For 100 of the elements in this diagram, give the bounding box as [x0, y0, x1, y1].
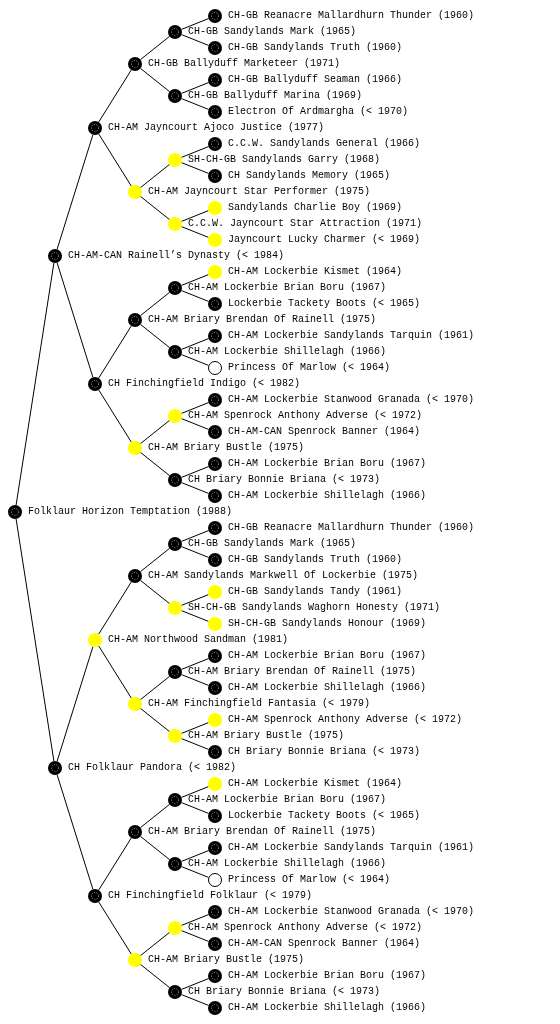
connector-line — [139, 963, 171, 989]
connector-line — [181, 914, 209, 926]
connector-line — [181, 34, 209, 46]
dog-name: CH-GB Ballyduff Marketeer (1971) — [148, 58, 341, 70]
dog-name: CH Sandylands Memory (1965) — [228, 170, 391, 182]
connector-line — [139, 835, 171, 861]
connector-line — [181, 722, 209, 734]
dog-name: CH-AM Lockerbie Brian Boru (1967) — [188, 794, 387, 806]
dog-name: CH-GB Reanacre Mallardhurn Thunder (1960) — [228, 522, 475, 534]
dog-name: CH-AM Lockerbie Stanwood Granada (< 1970) — [228, 906, 475, 918]
connector-line — [98, 901, 132, 955]
connector-line — [181, 98, 209, 110]
connector-line — [181, 786, 209, 798]
connector-line — [181, 402, 209, 414]
dog-name: CH-GB Sandylands Mark (1965) — [188, 26, 357, 38]
dog-name: CH-AM Lockerbie Sandylands Tarquin (1961) — [228, 330, 475, 342]
connector-line — [181, 994, 209, 1006]
dog-name: CH-AM Briary Brendan Of Rainell (1975) — [148, 314, 377, 326]
connector-line — [139, 35, 171, 61]
connector-line — [98, 69, 132, 123]
dog-name: CH Briary Bonnie Briana (< 1973) — [188, 474, 381, 486]
connector-line — [56, 646, 94, 762]
dog-name: SH-CH-GB Sandylands Waghorn Honesty (1971) — [188, 602, 441, 614]
dog-name: Sandylands Charlie Boy (1969) — [228, 202, 403, 214]
dog-name: CH-AM Lockerbie Brian Boru (1967) — [188, 282, 387, 294]
connector-line — [181, 274, 209, 286]
dog-name: CH-AM Lockerbie Shillelagh (1966) — [188, 346, 387, 358]
connector-line — [139, 803, 171, 829]
dog-name: CH-AM Spenrock Anthony Adverse (< 1972) — [188, 410, 423, 422]
connector-line — [139, 931, 171, 957]
connector-line — [181, 466, 209, 478]
connector-line — [181, 290, 209, 302]
connector-line — [139, 67, 171, 93]
connector-line — [181, 338, 209, 350]
dog-name: Folklaur Horizon Temptation (1988) — [28, 506, 233, 518]
connector-line — [181, 530, 209, 542]
dog-name: CH Finchingfield Folklaur (< 1979) — [108, 890, 313, 902]
connector-line — [15, 262, 55, 506]
dog-name: CH-GB Sandylands Truth (1960) — [228, 554, 403, 566]
dog-name: CH-AM Lockerbie Brian Boru (1967) — [228, 458, 427, 470]
connector-line — [181, 226, 209, 238]
connector-line — [98, 133, 132, 187]
connector-line — [139, 707, 171, 733]
dog-name: CH-AM-CAN Spenrock Banner (1964) — [228, 426, 421, 438]
dog-name: CH-AM Finchingfield Fantasia (< 1979) — [148, 698, 371, 710]
dog-name: CH-AM Briary Bustle (1975) — [148, 442, 305, 454]
dog-name: SH-CH-GB Sandylands Honour (1969) — [228, 618, 427, 630]
connector-line — [181, 674, 209, 686]
dog-name: CH-AM Jayncourt Star Performer (1975) — [148, 186, 371, 198]
dog-name: CH-AM Briary Bustle (1975) — [148, 954, 305, 966]
dog-name: CH-AM Spenrock Anthony Adverse (< 1972) — [188, 922, 423, 934]
connector-line — [181, 82, 209, 94]
connector-line — [139, 451, 171, 477]
connector-line — [181, 418, 209, 430]
dog-name: CH Briary Bonnie Briana (< 1973) — [188, 986, 381, 998]
connector-line — [181, 930, 209, 942]
dog-name: CH-AM Briary Bustle (1975) — [188, 730, 345, 742]
connector-line — [139, 323, 171, 349]
dog-name: Jayncourt Lucky Charmer (< 1969) — [228, 234, 421, 246]
dog-name: Lockerbie Tackety Boots (< 1965) — [228, 810, 421, 822]
dog-name: Electron Of Ardmargha (< 1970) — [228, 106, 409, 118]
connector-line — [98, 645, 132, 699]
dog-name: CH-AM Lockerbie Sandylands Tarquin (1961) — [228, 842, 475, 854]
connector-line — [181, 546, 209, 558]
connector-line — [15, 518, 55, 762]
connector-line — [139, 163, 171, 189]
dog-name: CH-GB Sandylands Truth (1960) — [228, 42, 403, 54]
dog-name: CH-AM Lockerbie Shillelagh (1966) — [228, 1002, 427, 1014]
dog-name: CH-GB Ballyduff Marina (1969) — [188, 90, 363, 102]
connector-line — [181, 482, 209, 494]
dog-name: CH-AM Lockerbie Kismet (1964) — [228, 778, 403, 790]
dog-name: CH-GB Sandylands Mark (1965) — [188, 538, 357, 550]
dog-name: CH-AM Sandylands Markwell Of Lockerbie (1975) — [148, 570, 419, 582]
dog-name: CH-AM-CAN Spenrock Banner (1964) — [228, 938, 421, 950]
dog-name: CH-AM Lockerbie Stanwood Granada (< 1970) — [228, 394, 475, 406]
connector-line — [181, 610, 209, 622]
connector-line — [139, 547, 171, 573]
dog-name: CH-AM Northwood Sandman (1981) — [108, 634, 289, 646]
dog-name: CH-GB Ballyduff Seaman (1966) — [228, 74, 403, 86]
dog-name: CH-AM Lockerbie Brian Boru (1967) — [228, 970, 427, 982]
connector-line — [98, 325, 132, 379]
dog-name: CH Finchingfield Indigo (< 1982) — [108, 378, 301, 390]
dog-name: CH Briary Bonnie Briana (< 1973) — [228, 746, 421, 758]
connector-line — [181, 162, 209, 174]
dog-name: CH-AM Lockerbie Brian Boru (1967) — [228, 650, 427, 662]
connector-line — [181, 594, 209, 606]
connector-line — [139, 195, 171, 221]
dog-name: CH-AM Lockerbie Kismet (1964) — [228, 266, 403, 278]
connector-line — [139, 579, 171, 605]
connector-line — [56, 774, 94, 890]
dog-name: CH-AM Briary Brendan Of Rainell (1975) — [148, 826, 377, 838]
dog-name: CH-AM Spenrock Anthony Adverse (< 1972) — [228, 714, 463, 726]
connector-line — [181, 354, 209, 366]
dog-name: CH-AM Lockerbie Shillelagh (1966) — [188, 858, 387, 870]
dog-name: CH-AM Jayncourt Ajoco Justice (1977) — [108, 122, 325, 134]
dog-name: CH-AM Lockerbie Shillelagh (1966) — [228, 490, 427, 502]
connector-line — [181, 210, 209, 222]
dog-name: CH-AM-CAN Rainell’s Dynasty (< 1984) — [68, 250, 285, 262]
dog-name: C.C.W. Jayncourt Star Attraction (1971) — [188, 218, 423, 230]
connector-line — [98, 837, 132, 891]
